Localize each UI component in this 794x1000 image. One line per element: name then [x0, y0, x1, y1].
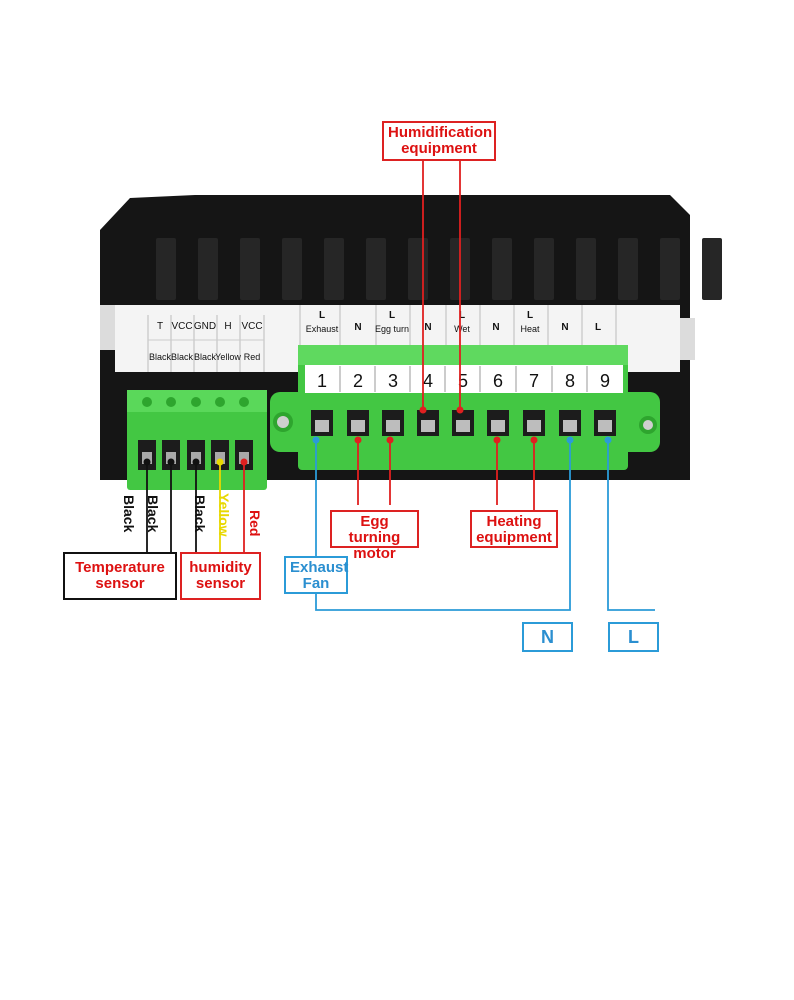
- sensor-socket-pin: [239, 452, 249, 464]
- sensor-pin-label: T: [157, 321, 163, 332]
- wire-dot: [530, 436, 538, 444]
- terminal-number: 2: [353, 371, 363, 391]
- sensor-screw: [191, 397, 201, 407]
- vent-slot: [324, 238, 344, 300]
- sensor-pin-label: GND: [194, 321, 216, 332]
- temperature-sensor-callout: Temperature sensor: [63, 552, 177, 600]
- heating-callout: Heating equipment: [470, 510, 558, 548]
- vent-slot: [282, 238, 302, 300]
- vent-slot: [702, 238, 722, 300]
- terminal-number: 5: [458, 371, 468, 391]
- vent-slot: [156, 238, 176, 300]
- vent-slot: [534, 238, 554, 300]
- terminal-number: 6: [493, 371, 503, 391]
- terminal-number: 4: [423, 371, 433, 391]
- terminal-number: 1: [317, 371, 327, 391]
- terminal-screw: [563, 420, 577, 432]
- terminal-screw: [527, 420, 541, 432]
- output-label: N: [561, 322, 568, 333]
- wire-dot: [240, 458, 248, 466]
- wire-dot: [419, 406, 427, 414]
- n-terminal-label: N: [522, 622, 573, 652]
- wire-dot: [167, 458, 175, 466]
- output-sub-label: Exhaust: [306, 324, 339, 334]
- terminal-screw: [421, 420, 435, 432]
- sensor-socket-pin: [166, 452, 176, 464]
- terminal-number: 9: [600, 371, 610, 391]
- wire-dot: [456, 406, 464, 414]
- number-strip: [305, 365, 623, 393]
- sensor-terminal-block: [127, 390, 267, 490]
- wire-color-label: Red: [247, 510, 263, 537]
- humidity-sensor-callout: humidity sensor: [180, 552, 261, 600]
- output-label: N: [354, 322, 361, 333]
- output-label: L: [527, 310, 533, 321]
- vent-slot: [408, 238, 428, 300]
- terminal-number: 3: [388, 371, 398, 391]
- sensor-screw: [215, 397, 225, 407]
- humidification-callout: Humidification equipment: [382, 121, 496, 161]
- sensor-socket-pin: [142, 452, 152, 464]
- wire-dot: [192, 458, 200, 466]
- terminal-screw: [351, 420, 365, 432]
- sensor-wire-color-label: Yellow: [215, 352, 241, 362]
- wire-color-label: Yellow: [216, 493, 232, 537]
- sensor-pin-label: VCC: [241, 321, 262, 332]
- wire-color-label: Black: [145, 495, 161, 533]
- terminal-screw: [598, 420, 612, 432]
- exhaust-fan-callout: Exhaust Fan: [284, 556, 348, 594]
- output-label: L: [595, 322, 601, 333]
- vent-slot: [576, 238, 596, 300]
- wire-dot: [312, 436, 320, 444]
- sensor-wire-color-label: Black: [149, 352, 172, 362]
- sensor-wire-color-label: Black: [171, 352, 194, 362]
- output-sub-label: Wet: [454, 324, 470, 334]
- output-label: L: [459, 310, 465, 321]
- sensor-pin-label: H: [224, 321, 231, 332]
- output-terminal-block: 1 2 3 4 5 6 7 8 9: [270, 345, 660, 470]
- l-line: [607, 440, 655, 611]
- vent-slots: [156, 238, 722, 300]
- wire-dot: [143, 458, 151, 466]
- terminal-number: 8: [565, 371, 575, 391]
- n-line: [315, 440, 571, 611]
- l-terminal-label: L: [608, 622, 659, 652]
- egg-turning-callout: Egg turning motor: [330, 510, 419, 561]
- terminal-number: 7: [529, 371, 539, 391]
- sensor-wire-color-label: Red: [244, 352, 261, 362]
- wire-dot: [354, 436, 362, 444]
- wire-color-label: Black: [121, 495, 137, 533]
- sensor-socket-pin: [191, 452, 201, 464]
- terminal-screw: [386, 420, 400, 432]
- sensor-screw: [142, 397, 152, 407]
- callout-lines: [143, 161, 655, 611]
- vent-slot: [240, 238, 260, 300]
- sensor-pin-label: VCC: [171, 321, 192, 332]
- terminal-screw: [491, 420, 505, 432]
- output-label: N: [424, 322, 431, 333]
- wire-dot: [386, 436, 394, 444]
- vent-slot: [660, 238, 680, 300]
- output-sub-label: Egg turn: [375, 324, 409, 334]
- sensor-screw: [239, 397, 249, 407]
- wire-dot: [604, 436, 612, 444]
- sensor-socket-pin: [215, 452, 225, 464]
- output-label: N: [492, 322, 499, 333]
- sensor-wire-color-label: Black: [194, 352, 217, 362]
- wire-color-label: Black: [192, 495, 208, 533]
- terminal-screw: [315, 420, 329, 432]
- output-sub-label: Heat: [520, 324, 540, 334]
- sensor-screw: [166, 397, 176, 407]
- wire-dot: [216, 458, 224, 466]
- output-label: L: [389, 310, 395, 321]
- output-label: L: [319, 310, 325, 321]
- vent-slot: [618, 238, 638, 300]
- vent-slot: [492, 238, 512, 300]
- terminal-screw: [456, 420, 470, 432]
- vent-slot: [198, 238, 218, 300]
- wire-dot: [566, 436, 574, 444]
- wire-dot: [493, 436, 501, 444]
- vent-slot: [366, 238, 386, 300]
